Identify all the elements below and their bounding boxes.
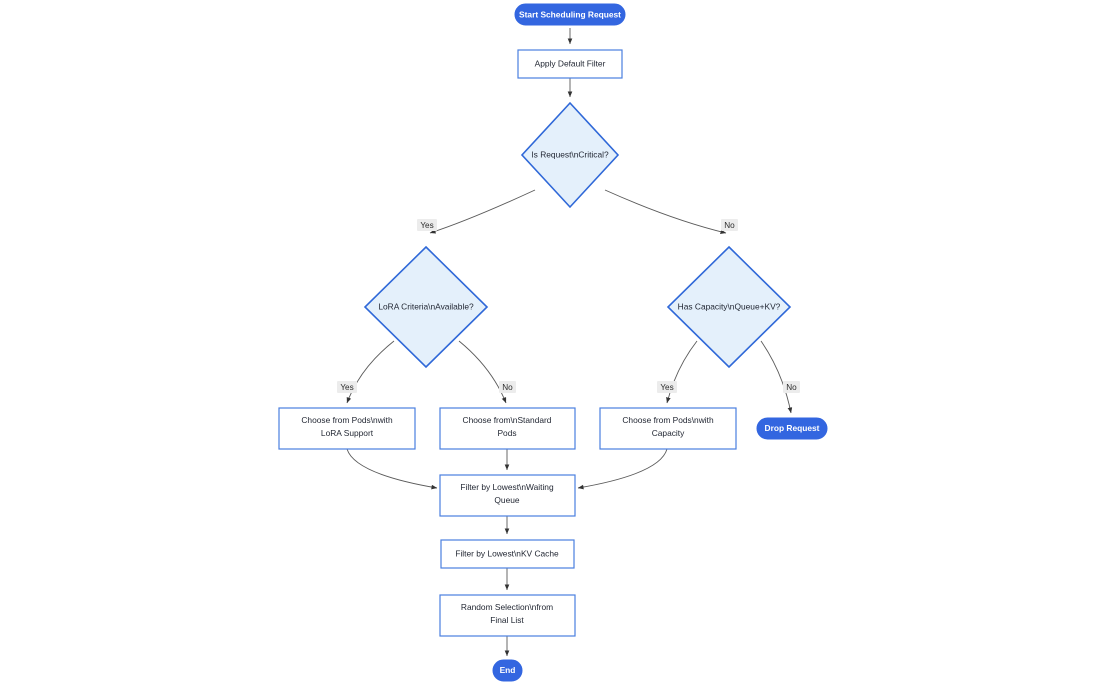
edge-choose-capacity-pods-to-filter-queue: [577, 448, 668, 490]
node-choose-capacity-pods-label-line1: Choose from Pods\nwith: [622, 415, 714, 425]
node-end[interactable]: End: [492, 659, 523, 682]
node-choose-lora-pods-label-line1: Choose from Pods\nwith: [301, 415, 393, 425]
node-filter-kv-cache-label: Filter by Lowest\nKV Cache: [455, 549, 559, 559]
edge-is-critical-yes-to-lora: [429, 189, 536, 234]
node-lora-criteria-available-label: LoRA Criteria\nAvailable?: [378, 302, 474, 312]
edge-label-lora-yes: Yes: [337, 381, 357, 393]
node-start-label: Start Scheduling Request: [519, 9, 621, 19]
node-start[interactable]: Start Scheduling Request: [514, 3, 626, 26]
node-choose-lora-pods-label-line2: LoRA Support: [321, 428, 374, 438]
edge-capacity-no-to-drop-request: [760, 340, 793, 414]
node-has-capacity-label: Has Capacity\nQueue+KV?: [678, 302, 781, 312]
node-filter-waiting-queue-label-line2: Queue: [494, 495, 519, 505]
node-filter-kv-cache[interactable]: Filter by Lowest\nKV Cache: [440, 539, 575, 569]
node-apply-default-filter-label: Apply Default Filter: [535, 59, 606, 69]
edge-is-critical-no-to-capacity: [604, 189, 727, 234]
node-choose-capacity-pods-label-line2: Capacity: [652, 428, 685, 438]
node-choose-lora-pods[interactable]: Choose from Pods\nwith LoRA Support: [278, 407, 416, 450]
node-end-label: End: [500, 665, 516, 675]
edge-label-critical-yes: Yes: [417, 219, 437, 231]
node-filter-waiting-queue-label-line1: Filter by Lowest\nWaiting: [460, 482, 554, 492]
node-is-request-critical-label: Is Request\nCritical?: [531, 150, 609, 160]
node-has-capacity[interactable]: Has Capacity\nQueue+KV?: [666, 245, 792, 369]
edge-label-capacity-no-text: No: [786, 383, 797, 392]
node-drop-request[interactable]: Drop Request: [756, 417, 828, 440]
node-random-selection-label-line1: Random Selection\nfrom: [461, 602, 553, 612]
edge-lora-yes-to-choose-lora-pods: [346, 340, 395, 404]
node-is-request-critical[interactable]: Is Request\nCritical?: [520, 101, 620, 209]
edge-choose-lora-pods-to-filter-queue: [346, 448, 438, 490]
node-random-selection[interactable]: Random Selection\nfrom Final List: [439, 594, 576, 637]
edge-lora-no-to-choose-standard-pods: [458, 340, 507, 404]
edge-label-critical-no-text: No: [724, 221, 735, 230]
edge-label-lora-yes-text: Yes: [340, 383, 353, 392]
node-choose-standard-pods[interactable]: Choose from\nStandard Pods: [439, 407, 576, 450]
node-choose-capacity-pods[interactable]: Choose from Pods\nwith Capacity: [599, 407, 737, 450]
edge-label-lora-no: No: [499, 381, 516, 393]
edge-labels-layer: Yes No Yes No Yes No: [337, 219, 800, 393]
edge-capacity-yes-to-choose-capacity-pods: [666, 340, 698, 404]
node-filter-waiting-queue[interactable]: Filter by Lowest\nWaiting Queue: [439, 474, 576, 517]
edge-label-capacity-no: No: [783, 381, 800, 393]
node-choose-standard-pods-label-line2: Pods: [497, 428, 516, 438]
edge-label-capacity-yes: Yes: [657, 381, 677, 393]
node-choose-standard-pods-label-line1: Choose from\nStandard: [463, 415, 552, 425]
edge-label-lora-no-text: No: [502, 383, 513, 392]
edge-label-critical-yes-text: Yes: [420, 221, 433, 230]
edge-label-critical-no: No: [721, 219, 738, 231]
edges-layer: [346, 28, 793, 657]
edge-label-capacity-yes-text: Yes: [660, 383, 673, 392]
node-apply-default-filter[interactable]: Apply Default Filter: [517, 49, 623, 79]
node-drop-request-label: Drop Request: [765, 423, 820, 433]
node-lora-criteria-available[interactable]: LoRA Criteria\nAvailable?: [363, 245, 489, 369]
node-random-selection-label-line2: Final List: [490, 615, 524, 625]
